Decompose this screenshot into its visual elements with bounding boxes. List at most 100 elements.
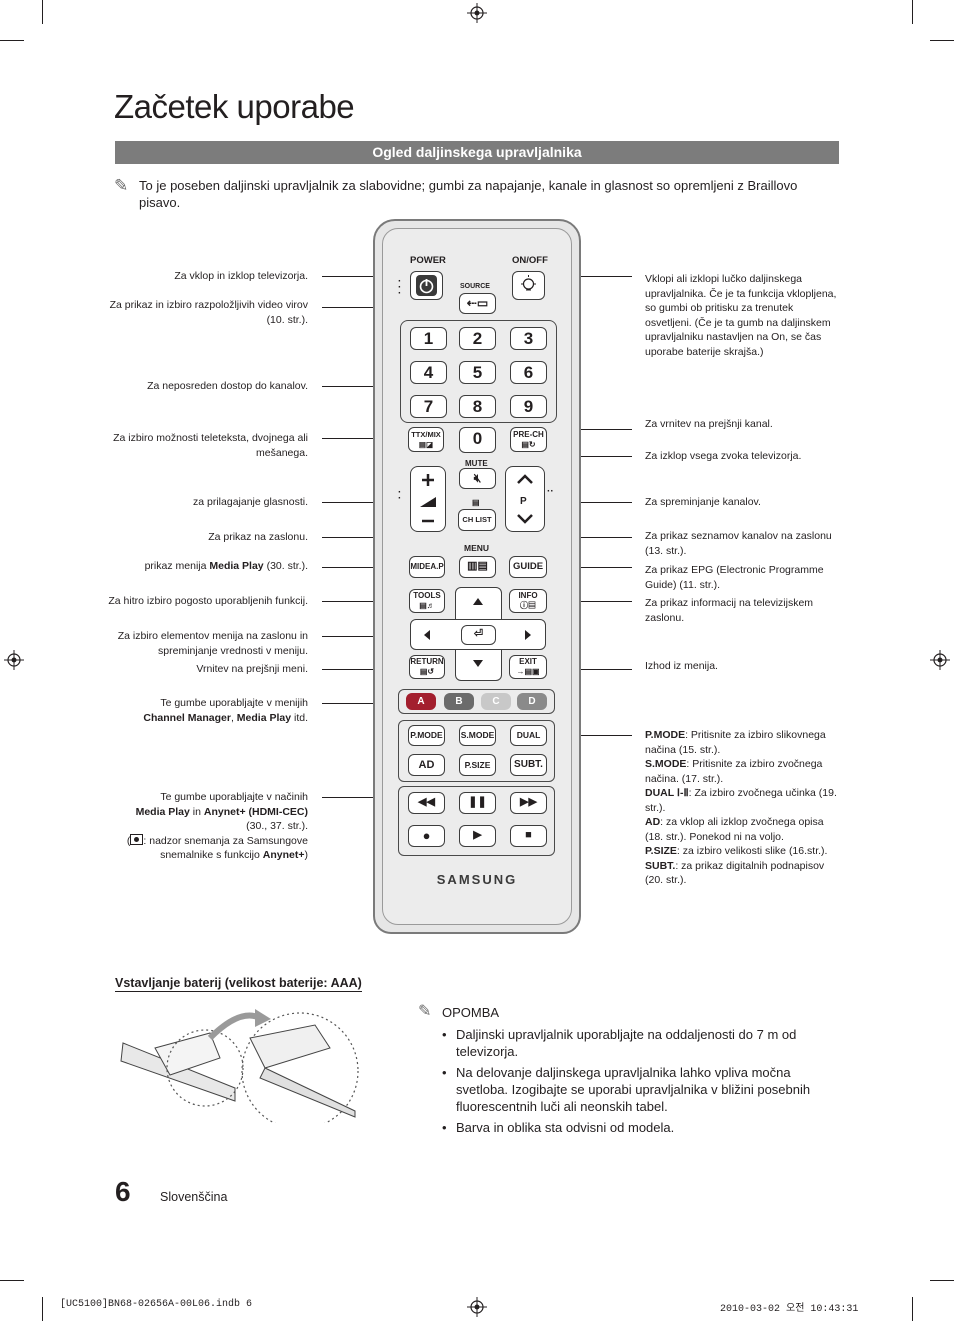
crop-mark [0, 40, 24, 41]
record-icon [130, 833, 144, 845]
leader-line [548, 567, 632, 568]
arrow-down-icon[interactable] [470, 657, 486, 671]
ttx-mix-button[interactable]: TTX/MIX▤◪ [408, 427, 444, 452]
registration-mark-icon [930, 650, 950, 670]
number-7-button[interactable]: 7 [410, 395, 447, 418]
play-button[interactable]: ▶ [459, 825, 496, 847]
arrow-left-icon[interactable] [420, 627, 434, 643]
color-button-a[interactable]: A [406, 693, 436, 710]
label-guide: Za prikaz EPG (Electronic Programme Guid… [645, 564, 824, 591]
arrow-up-icon[interactable] [470, 594, 486, 608]
pause-button[interactable]: ❚❚ [459, 792, 496, 814]
color-button-c[interactable]: C [481, 693, 511, 710]
pre-ch-button[interactable]: PRE-CH▤↻ [510, 427, 547, 452]
enter-button[interactable]: ⏎ [461, 625, 496, 645]
number-9-button[interactable]: 9 [510, 395, 547, 418]
note-list: Daljinski upravljalnik uporabljajte na o… [440, 1026, 840, 1140]
onoff-label: ON/OFF [512, 255, 548, 266]
play-icon: ▶ [473, 829, 482, 841]
record-button[interactable]: ● [408, 825, 445, 847]
stop-button[interactable]: ■ [510, 825, 547, 847]
number-4-button[interactable]: 4 [410, 361, 447, 384]
battery-insertion-illustration [120, 1009, 359, 1123]
label-function-buttons: P.MODE: Pritisnite za izbiro slikovnega … [645, 729, 837, 886]
label-volume: za prilagajanje glasnosti. [193, 496, 308, 508]
leader-line [322, 797, 398, 798]
enter-icon: ⏎ [473, 628, 484, 640]
return-button[interactable]: RETURN▤↺ [409, 655, 445, 679]
color-button-b[interactable]: B [444, 693, 474, 710]
color-buttons-group [398, 689, 555, 714]
leader-line [548, 669, 632, 670]
crop-mark [930, 40, 954, 41]
number-2-button[interactable]: 2 [459, 327, 496, 350]
leader-line [322, 669, 408, 670]
source-button[interactable]: ⇠▭ [459, 293, 496, 314]
function-buttons-group [398, 720, 555, 782]
note-pencil-icon: ✎ [418, 1003, 432, 1020]
crop-mark [42, 1297, 43, 1321]
pause-icon: ❚❚ [468, 796, 487, 808]
s-mode-button[interactable]: S.MODE [459, 725, 496, 746]
channel-rocker[interactable] [505, 466, 545, 532]
rewind-button[interactable]: ◀◀ [408, 792, 445, 814]
mute-button[interactable]: 🔇︎ [459, 468, 496, 489]
leader-line [546, 502, 632, 503]
light-onoff-button[interactable] [512, 271, 545, 300]
mute-speaker-icon: 🔇︎ [473, 471, 482, 485]
subt-button[interactable]: SUBT. [510, 754, 547, 776]
chlist-icon: ▤ [472, 498, 480, 507]
number-6-button[interactable]: 6 [510, 361, 547, 384]
source-label: SOURCE [460, 283, 490, 290]
power-icon [416, 275, 437, 296]
leader-line [322, 601, 408, 602]
label-ttx: Za izbiro možnosti teleteksta, dvojnega … [113, 432, 308, 459]
number-3-button[interactable]: 3 [510, 327, 547, 350]
tools-button[interactable]: TOOLS▤♬ [409, 589, 445, 613]
leader-line [322, 636, 410, 637]
label-prech: Za vrnitev na prejšnji kanal. [645, 418, 773, 430]
note-title: OPOMBA [442, 1005, 500, 1020]
samsung-logo: SAMSUNG [436, 872, 518, 887]
braille-dots: ··· [398, 276, 402, 299]
registration-mark-icon [4, 650, 24, 670]
file-info: [UC5100]BN68-02656A-00L06.indb 6 [60, 1299, 253, 1310]
label-tools: Za hitro izbiro pogosto uporabljenih fun… [108, 595, 308, 607]
color-button-d[interactable]: D [517, 693, 547, 710]
ad-button[interactable]: AD [408, 754, 445, 776]
p-label: P [520, 496, 527, 507]
volume-rocker[interactable] [410, 466, 446, 532]
leader-line [548, 601, 632, 602]
p-size-button[interactable]: P.SIZE [459, 754, 496, 776]
source-input-icon: ⇠▭ [466, 296, 489, 310]
number-1-button[interactable]: 1 [410, 327, 447, 350]
section-heading: Ogled daljinskega upravljalnika [115, 141, 839, 164]
braille-dots: ·· [547, 486, 554, 497]
p-mode-button[interactable]: P.MODE [408, 725, 445, 746]
label-info: Za prikaz informacij na televizijskem za… [645, 597, 814, 624]
label-mute: Za izklop vsega zvoka televizorja. [645, 450, 802, 462]
guide-button[interactable]: GUIDE [509, 556, 547, 578]
channel-arrows-icon [517, 474, 533, 524]
record-dot-icon: ● [422, 828, 431, 843]
crop-mark [42, 0, 43, 24]
arrow-right-icon[interactable] [521, 627, 535, 643]
number-8-button[interactable]: 8 [459, 395, 496, 418]
playback-buttons-group [398, 786, 555, 856]
fast-forward-button[interactable]: ▶▶ [510, 792, 547, 814]
ch-list-button[interactable]: CH LIST [458, 509, 496, 531]
exit-button[interactable]: EXIT→▤▣ [509, 655, 547, 679]
number-5-button[interactable]: 5 [459, 361, 496, 384]
number-0-button[interactable]: 0 [459, 427, 496, 453]
label-media-play: prikaz menija Media Play (30. str.). [144, 560, 308, 572]
menu-button[interactable]: ▥▤ [459, 556, 496, 578]
rewind-icon: ◀◀ [418, 796, 435, 808]
note-pencil-icon: ✎ [114, 176, 129, 195]
power-button[interactable] [410, 271, 443, 300]
label-chlist: Za prikaz seznamov kanalov na zaslonu (1… [645, 530, 832, 557]
registration-mark-icon [467, 1297, 487, 1317]
dual-button[interactable]: DUAL [510, 725, 547, 746]
media-p-button[interactable]: MIDEA.P [409, 556, 445, 578]
